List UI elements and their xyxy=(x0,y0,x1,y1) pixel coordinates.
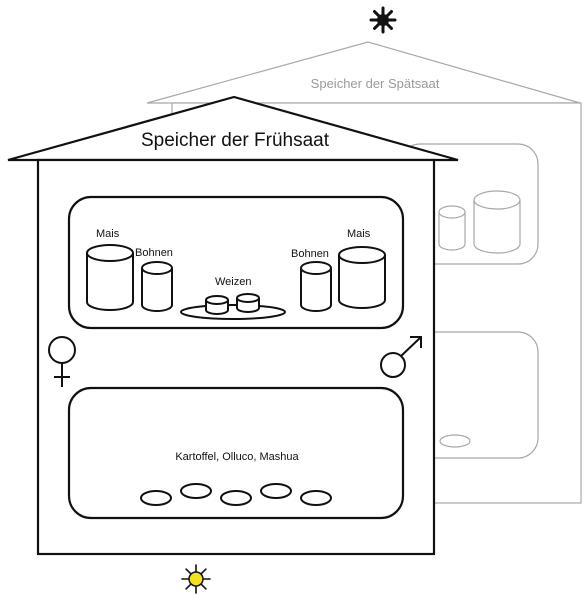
tuber xyxy=(140,490,172,506)
right-small-jar xyxy=(300,261,332,312)
left-big-jar-label: Mais xyxy=(96,228,120,240)
right-big-jar xyxy=(338,246,386,309)
back-house-roof xyxy=(146,41,581,104)
tuber xyxy=(300,490,332,506)
sun-ray xyxy=(185,583,192,590)
back-jar-big xyxy=(473,190,521,254)
tuber xyxy=(180,483,212,499)
sun-ray xyxy=(185,568,192,575)
female-symbol-icon xyxy=(48,336,76,387)
back-jar-small xyxy=(438,205,466,251)
center-plate xyxy=(180,293,286,320)
left-small-jar-label: Bohnen xyxy=(135,247,173,259)
right-small-jar-label: Bohnen xyxy=(291,248,329,260)
tubers-label: Kartoffel, Olluco, Mashua xyxy=(175,451,299,463)
tuber xyxy=(220,490,252,506)
yellow-sun-icon xyxy=(181,564,211,594)
left-big-jar xyxy=(86,244,134,311)
left-small-jar xyxy=(141,261,173,312)
tubers xyxy=(140,483,332,506)
center-plate-label: Weizen xyxy=(215,276,251,288)
lower-store xyxy=(67,386,405,520)
right-big-jar-label: Mais xyxy=(347,228,371,240)
sun-ray xyxy=(200,568,207,575)
sun-ray xyxy=(200,583,207,590)
tuber xyxy=(260,483,292,499)
front-house-title: Speicher der Frühsaat xyxy=(141,130,330,151)
male-symbol-icon xyxy=(380,336,422,378)
back-tuber xyxy=(439,434,471,448)
back-house-title: Speicher der Spätsaat xyxy=(311,76,440,91)
front-house xyxy=(7,95,459,556)
black-sun-icon xyxy=(369,6,397,34)
